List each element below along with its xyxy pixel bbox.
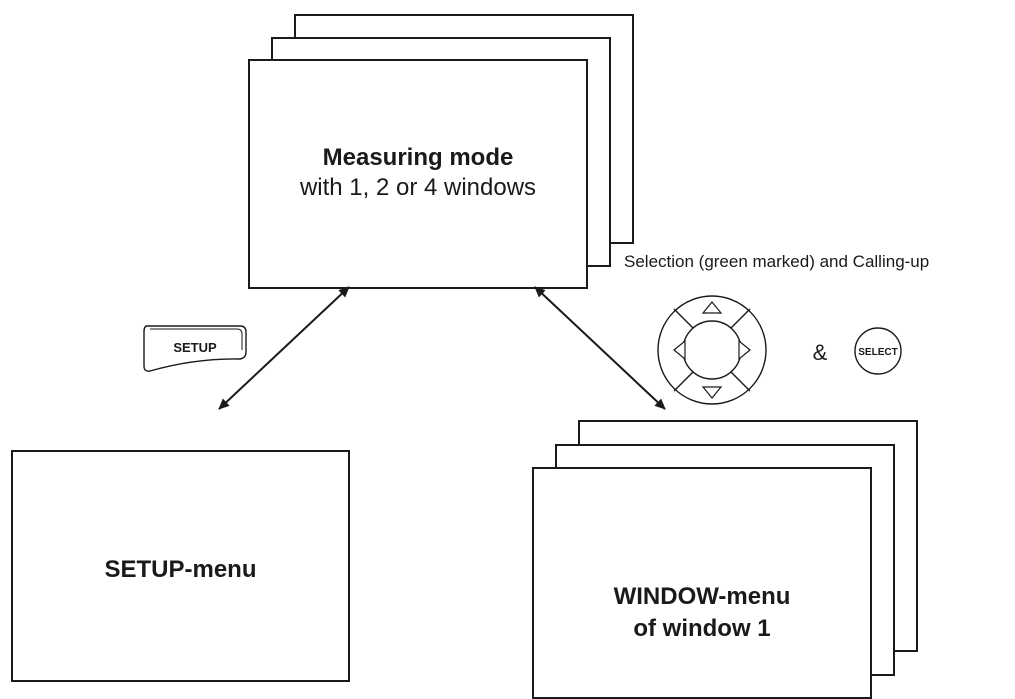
ampersand: & (813, 340, 828, 365)
window-double-arrow (534, 286, 666, 410)
select-key: SELECT (854, 327, 902, 375)
window-menu-text: WINDOW-menu of window 1 (534, 581, 870, 645)
setup-key-label: SETUP (173, 340, 217, 355)
selection-caption: Selection (green marked) and Calling-up (624, 252, 930, 271)
up-arrow-icon (701, 301, 723, 314)
measuring-mode-subtitle: with 1, 2 or 4 windows (299, 174, 537, 201)
right-arrow-icon (738, 339, 751, 361)
setup-key: SETUP (143, 325, 247, 372)
measuring-mode-text: Measuring mode with 1, 2 or 4 windows (250, 143, 586, 203)
measuring-mode-title: Measuring mode (322, 144, 514, 171)
setup-menu-label: SETUP-menu (104, 556, 257, 583)
window-menu-subtitle: of window 1 (633, 615, 771, 642)
left-arrow-icon (673, 339, 686, 361)
window-menu-title: WINDOW-menu (613, 583, 791, 610)
navigation-pad (657, 295, 767, 405)
down-arrow-icon (701, 386, 723, 399)
select-key-label: SELECT (858, 347, 897, 358)
measuring-mode-window: Measuring mode with 1, 2 or 4 windows (248, 59, 588, 289)
setup-double-arrow (218, 286, 350, 410)
setup-menu-window: SETUP-menu (11, 450, 350, 682)
